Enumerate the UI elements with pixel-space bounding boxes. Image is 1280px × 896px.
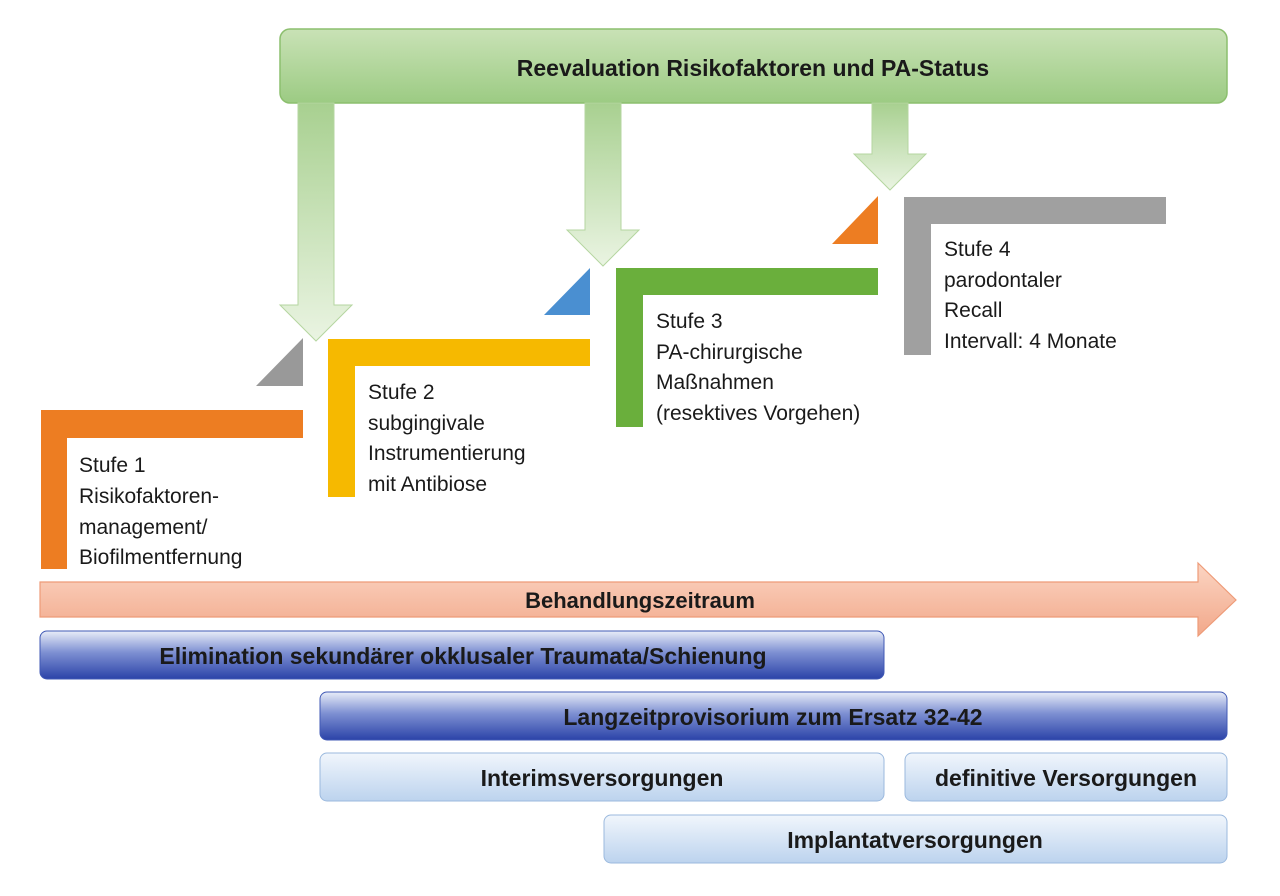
langzeit-bar [319,691,1228,741]
definitive-label: definitive Versorgungen [935,765,1197,791]
corner-triangle-2 [544,268,590,315]
step-1-bracket [41,410,303,569]
definitive-bar [904,752,1228,802]
step-4-bracket [904,197,1166,355]
interims-label: Interimsversorgungen [481,765,724,791]
timeline-arrow [39,561,1237,638]
langzeit-label: Langzeitprovisorium zum Ersatz 32-42 [563,704,982,730]
interims-bar [319,752,885,802]
corner-triangle-3 [832,196,878,244]
step-2-bracket [328,339,590,497]
implantat-bar [603,814,1228,864]
elimination-bar [39,630,885,680]
corner-triangle-1 [256,338,303,386]
step-1-text: Stufe 1 Risikofaktoren- management/ Biof… [79,454,242,569]
step-4-text: Stufe 4 parodontaler Recall Intervall: 4… [944,238,1117,353]
step-3-text: Stufe 3 PA-chirurgische Maßnahmen (resek… [656,310,860,425]
elimination-label: Elimination sekundärer okklusaler Trauma… [159,643,766,669]
step-3-bracket [616,268,878,427]
down-arrow-2 [565,102,641,267]
implantat-label: Implantatversorgungen [787,827,1043,853]
down-arrow-1 [278,102,354,342]
timeline-label: Behandlungszeitraum [525,588,755,613]
step-2-text: Stufe 2 subgingivale Instrumentierung mi… [368,381,531,496]
reevaluation-label: Reevaluation Risikofaktoren und PA-Statu… [517,55,989,81]
reevaluation-box [279,28,1228,104]
down-arrow-3 [852,102,928,191]
